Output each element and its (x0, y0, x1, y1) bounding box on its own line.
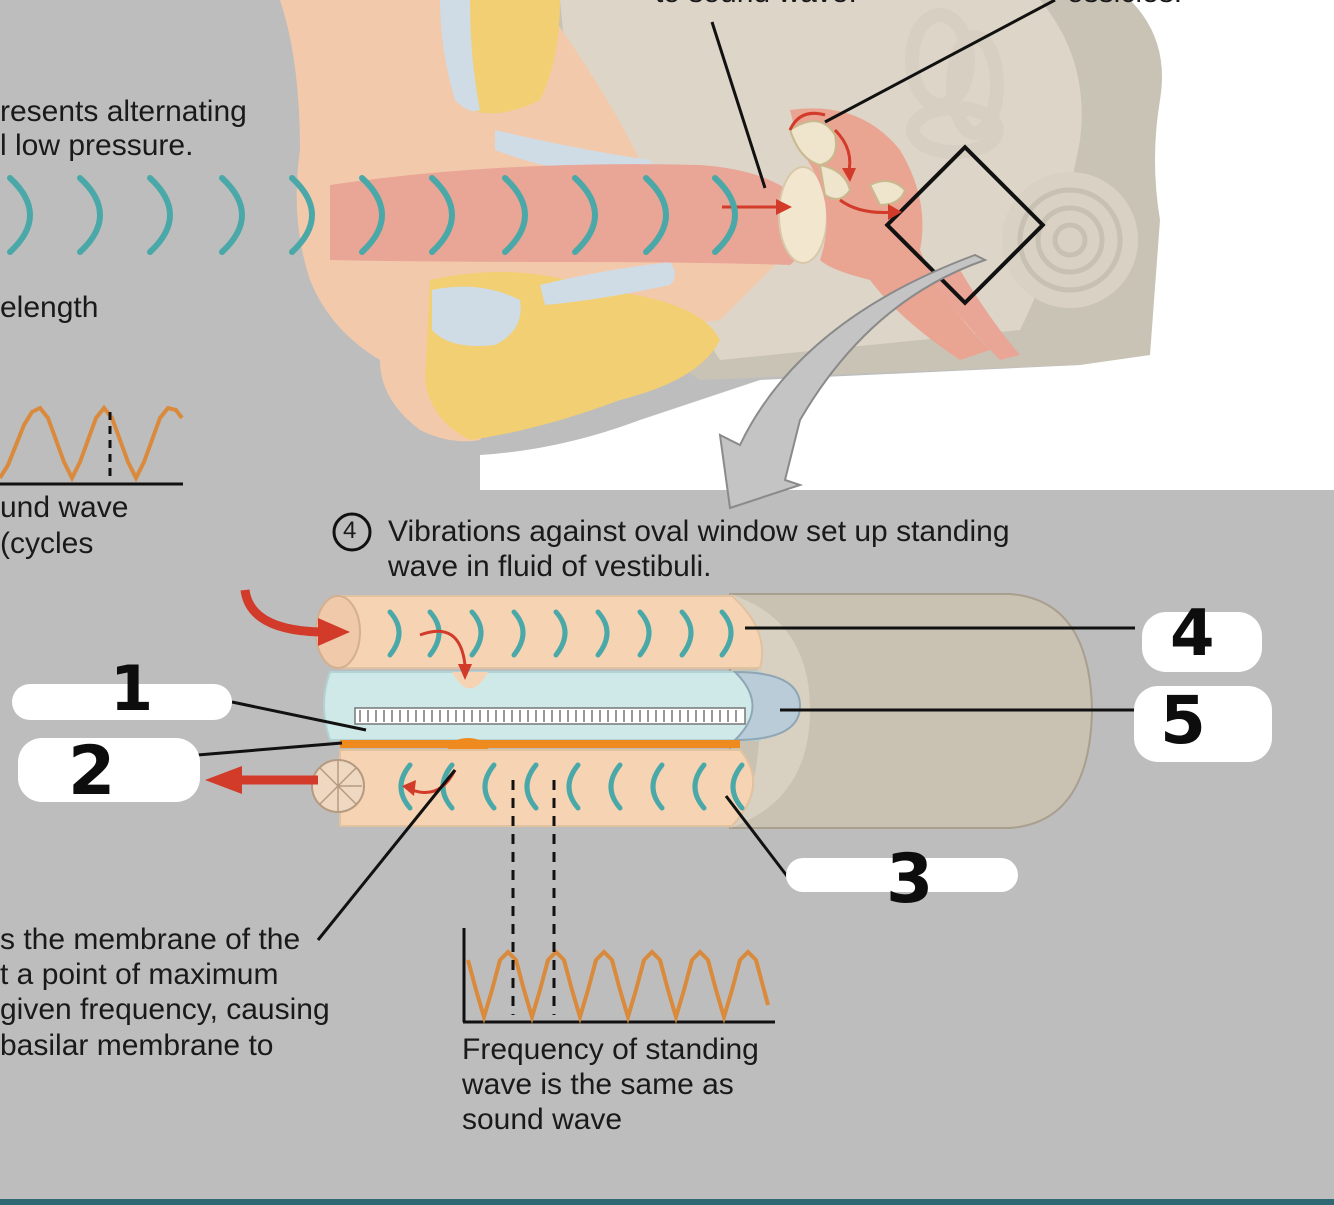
scala-tympani (339, 749, 755, 827)
caption-standing-line2: wave is the same as (462, 1068, 734, 1101)
cochlea-cross-section (205, 589, 1094, 829)
semicircular-canals (905, 8, 1004, 159)
caption-top-left-partial: to sound wave. (655, 0, 857, 10)
cochlear-duct (323, 671, 776, 741)
white-panel (480, 0, 1334, 490)
handwritten-label-2: 2 (68, 732, 116, 811)
caption-standing-line1: Frequency of standing (462, 1033, 759, 1066)
caption-sound-wave-line2: (cycles (0, 527, 94, 560)
scala-vestibuli (339, 595, 764, 669)
cochlea-spiral (1002, 172, 1138, 308)
fluid-flow-arrows (205, 589, 472, 796)
caption-pressure-line1: resents alternating (0, 95, 247, 128)
handwritten-label-5: 5 (1160, 682, 1206, 759)
handwritten-label-1: 1 (110, 652, 154, 725)
caption-membrane-line4: basilar membrane to (0, 1029, 274, 1062)
caption-membrane-line2: t a point of maximum (0, 958, 279, 991)
handwritten-label-4: 4 (1170, 597, 1215, 671)
sound-wave-arcs (7, 175, 738, 255)
step4-number: 4 (343, 517, 357, 544)
caption-top-right-partial: ossicles. (1067, 0, 1182, 10)
bottom-bar (0, 1199, 1334, 1205)
label-blob-1 (12, 684, 232, 720)
caption-wavelength: elength (0, 291, 99, 324)
fat-tissue (465, 0, 560, 114)
caption-sound-wave-line1: und wave (0, 491, 129, 524)
step4-circle (332, 512, 372, 552)
standing-wave-graph (462, 780, 775, 1025)
sound-wave-graph (0, 404, 184, 486)
label-blob-5 (1134, 686, 1272, 762)
step4-caption-line1: Vibrations against oval window set up st… (388, 515, 1010, 548)
zoom-box (884, 144, 1046, 306)
label-blob-3 (786, 858, 1018, 892)
zoom-arrow (718, 253, 988, 510)
handwritten-label-3: 3 (886, 840, 934, 919)
basilar-membrane (340, 740, 740, 748)
organ-of-corti (354, 707, 746, 725)
caption-membrane-line1: s the membrane of the (0, 923, 301, 956)
ear-canal (330, 164, 808, 265)
caption-standing-line3: sound wave (462, 1103, 623, 1136)
ear-anatomy-illustration (280, 0, 1334, 510)
caption-pressure-line2: l low pressure. (0, 129, 194, 162)
step4-caption-line2: wave in fluid of vestibuli. (388, 550, 712, 583)
label-blob-4 (1142, 612, 1262, 672)
caption-membrane-line3: given frequency, causing (0, 993, 330, 1026)
label-blob-2 (18, 738, 200, 802)
ossicles (788, 120, 907, 207)
